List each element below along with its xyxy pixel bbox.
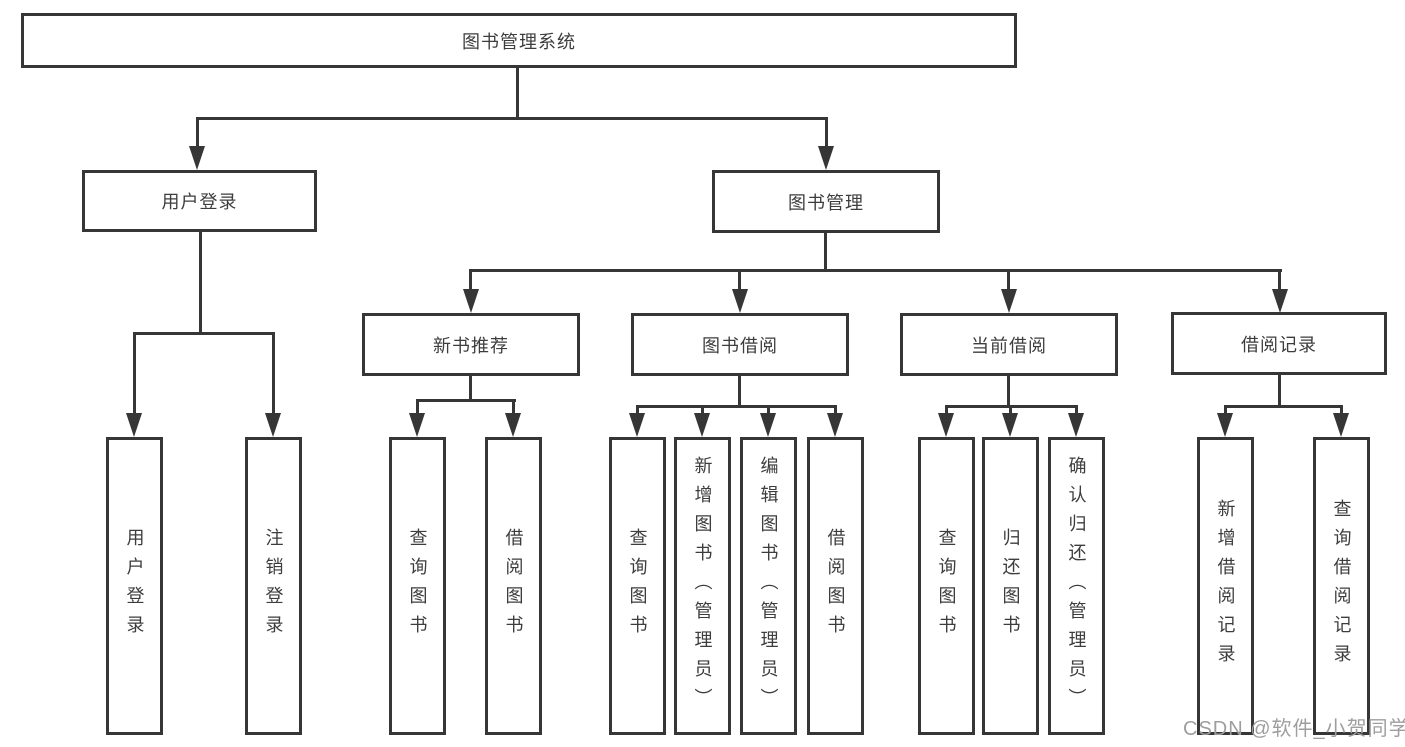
arrowhead-icon	[732, 289, 748, 313]
arrowhead-icon	[265, 413, 281, 437]
connector-line	[469, 269, 1282, 272]
connector-line	[834, 408, 837, 415]
leaf-borrow-book: 借阅图书	[807, 437, 864, 735]
arrowhead-icon	[126, 413, 142, 437]
arrowhead-icon	[760, 413, 776, 437]
node-root: 图书管理系统	[21, 13, 1017, 68]
leaf-logout: 注销登录	[245, 437, 302, 735]
connector-line	[1075, 408, 1078, 415]
node-new-book-recommend-label: 新书推荐	[433, 335, 509, 356]
csdn-watermark: CSDN @软件_小贺同学	[1183, 718, 1405, 740]
arrowhead-icon	[1333, 413, 1349, 437]
leaf-logout-label: 注销登录	[263, 528, 284, 644]
connector-line	[767, 408, 770, 415]
connector-line	[636, 408, 639, 415]
connector-line	[516, 68, 519, 119]
arrowhead-icon	[1068, 413, 1084, 437]
connector-line	[1278, 272, 1281, 290]
connector-line	[133, 335, 136, 415]
node-user-login: 用户登录	[82, 170, 317, 232]
node-book-borrow: 图书借阅	[631, 313, 849, 376]
connector-line	[1340, 408, 1343, 415]
connector-line	[512, 402, 515, 415]
node-user-login-label: 用户登录	[161, 192, 238, 212]
leaf-query-book-current: 查询图书	[918, 437, 975, 735]
arrowhead-icon	[1217, 413, 1233, 437]
leaf-borrow-book-label: 借阅图书	[825, 528, 846, 644]
arrowhead-icon	[694, 413, 710, 437]
connector-line	[196, 119, 199, 148]
arrowhead-icon	[505, 413, 521, 437]
leaf-query-book-current-label: 查询图书	[936, 528, 957, 644]
leaf-return-book-label: 归还图书	[1000, 528, 1021, 644]
connector-line	[1007, 376, 1010, 408]
arrowhead-icon	[463, 289, 479, 313]
node-root-label: 图书管理系统	[462, 31, 576, 52]
arrowhead-icon	[818, 146, 834, 170]
arrowhead-icon	[189, 146, 205, 170]
arrowhead-icon	[1002, 413, 1018, 437]
connector-line	[945, 408, 948, 415]
arrowhead-icon	[827, 413, 843, 437]
node-current-borrow-label: 当前借阅	[971, 335, 1047, 356]
connector-line	[945, 405, 1078, 408]
leaf-query-book-borrow: 查询图书	[609, 437, 666, 735]
node-book-management: 图书管理	[712, 170, 940, 233]
leaf-borrow-book-recommend-label: 借阅图书	[503, 528, 524, 644]
arrowhead-icon	[938, 413, 954, 437]
connector-line	[738, 272, 741, 290]
node-borrow-record-label: 借阅记录	[1241, 334, 1317, 355]
leaf-borrow-book-recommend: 借阅图书	[485, 437, 542, 735]
connector-line	[824, 233, 827, 272]
connector-line	[738, 376, 741, 408]
leaf-query-book-recommend: 查询图书	[389, 437, 446, 735]
connector-line	[701, 408, 704, 415]
arrowhead-icon	[1272, 289, 1288, 313]
leaf-add-book-admin-label: 新增图书（管理员）	[692, 455, 713, 717]
leaf-query-borrow-record: 查询借阅记录	[1313, 437, 1370, 735]
leaf-user-login-label: 用户登录	[124, 528, 145, 644]
connector-line	[272, 335, 275, 415]
leaf-edit-book-admin: 编辑图书（管理员）	[740, 437, 797, 735]
node-book-management-label: 图书管理	[788, 192, 864, 213]
node-new-book-recommend: 新书推荐	[362, 313, 580, 376]
leaf-confirm-return-admin-label: 确认归还（管理员）	[1066, 455, 1087, 717]
connector-line	[469, 376, 472, 402]
leaf-edit-book-admin-label: 编辑图书（管理员）	[758, 455, 779, 717]
leaf-user-login: 用户登录	[106, 437, 163, 735]
connector-line	[199, 232, 202, 335]
connector-line	[416, 399, 516, 402]
connector-line	[1278, 375, 1281, 408]
leaf-query-book-borrow-label: 查询图书	[627, 528, 648, 644]
leaf-confirm-return-admin: 确认归还（管理员）	[1048, 437, 1105, 735]
leaf-query-borrow-record-label: 查询借阅记录	[1331, 499, 1352, 673]
arrowhead-icon	[1001, 289, 1017, 313]
connector-line	[1224, 408, 1227, 415]
arrowhead-icon	[629, 413, 645, 437]
connector-line	[416, 402, 419, 415]
connector-line	[469, 272, 472, 290]
leaf-add-borrow-record: 新增借阅记录	[1197, 437, 1254, 735]
connector-line	[1007, 272, 1010, 290]
connector-line	[1009, 408, 1012, 415]
connector-line	[133, 332, 275, 335]
connector-line	[825, 119, 828, 148]
node-book-borrow-label: 图书借阅	[702, 335, 778, 356]
node-borrow-record: 借阅记录	[1171, 312, 1387, 375]
leaf-add-book-admin: 新增图书（管理员）	[674, 437, 731, 735]
leaf-return-book: 归还图书	[982, 437, 1039, 735]
connector-line	[196, 117, 828, 120]
leaf-add-borrow-record-label: 新增借阅记录	[1215, 499, 1236, 673]
node-current-borrow: 当前借阅	[900, 313, 1118, 376]
connector-line	[1224, 405, 1343, 408]
leaf-query-book-recommend-label: 查询图书	[407, 528, 428, 644]
connector-line	[636, 405, 837, 408]
arrowhead-icon	[409, 413, 425, 437]
